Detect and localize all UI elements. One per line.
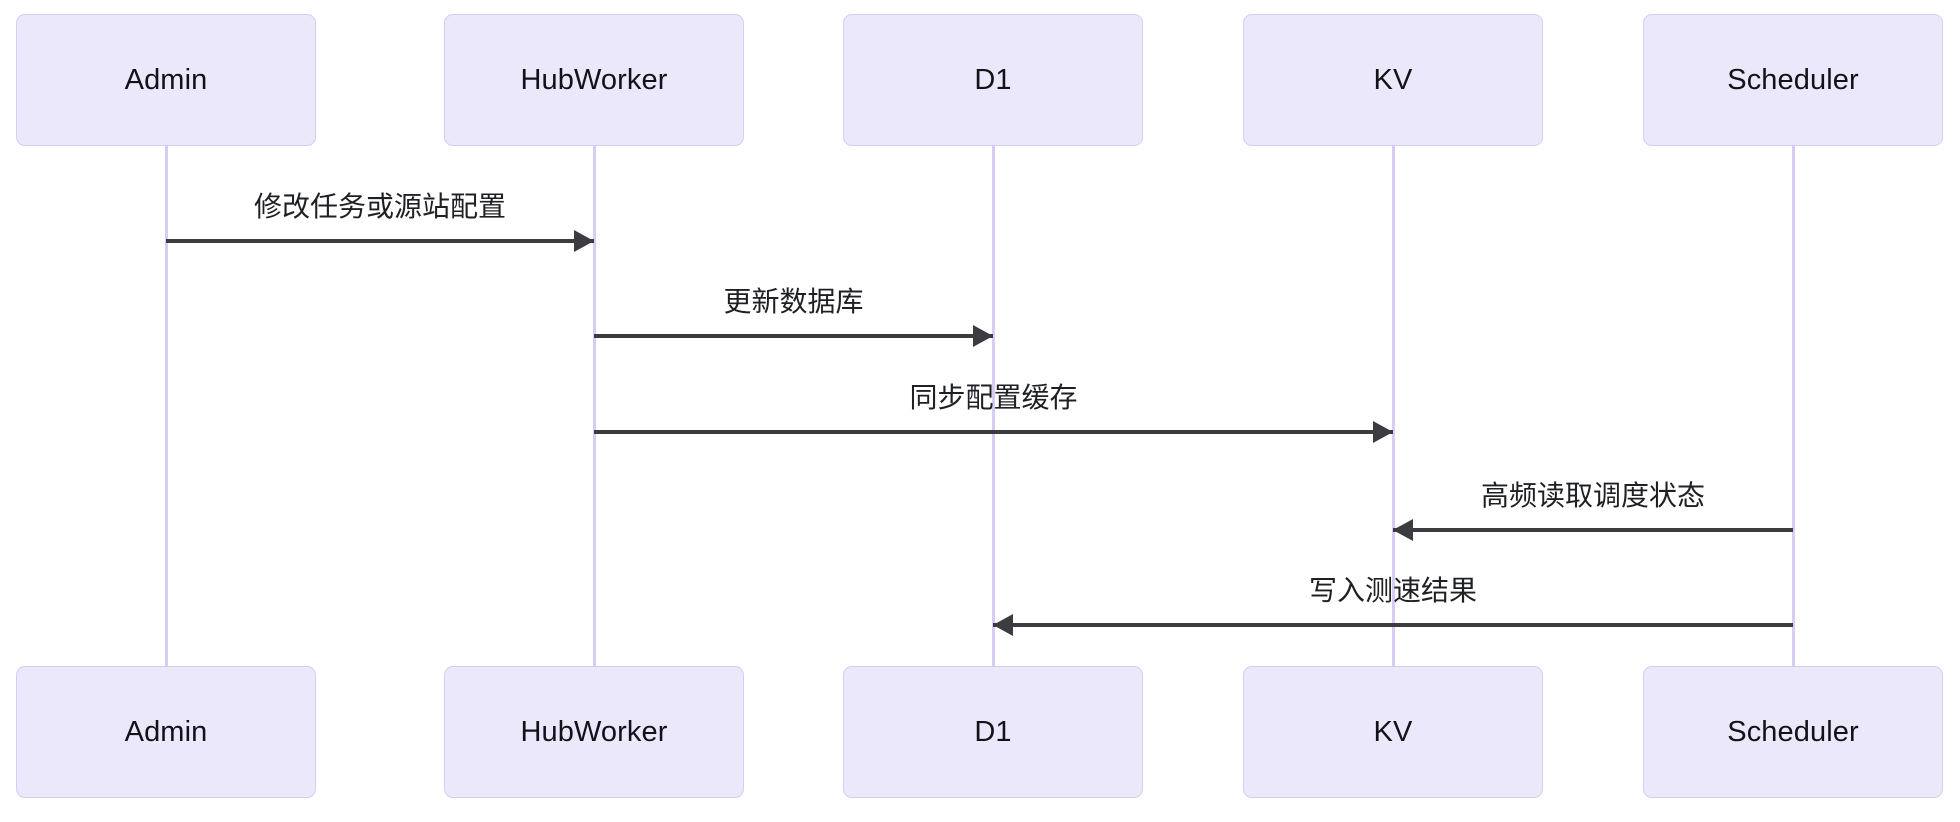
- actor-box-top-scheduler[interactable]: Scheduler: [1643, 14, 1943, 146]
- message-label-3: 同步配置缓存: [909, 382, 1078, 413]
- message-arrowhead-1: [574, 230, 594, 252]
- actor-box-top-admin[interactable]: Admin: [16, 14, 316, 146]
- message-arrowhead-4: [1393, 519, 1413, 541]
- message-label-5: 写入测速结果: [1308, 575, 1478, 606]
- actor-box-bottom-admin[interactable]: Admin: [16, 666, 316, 798]
- actor-box-bottom-hubworker[interactable]: HubWorker: [444, 666, 744, 798]
- actor-label-kv: KV: [1373, 63, 1413, 96]
- actor-label-d1: D1: [974, 715, 1012, 748]
- lifeline-kv: [1391, 146, 1395, 666]
- message-line-5: [993, 623, 1793, 627]
- message-label-1: 修改任务或源站配置: [253, 191, 507, 222]
- message-line-3: [594, 430, 1393, 434]
- actor-label-scheduler: Scheduler: [1727, 63, 1859, 96]
- lifeline-d1: [991, 146, 995, 666]
- lifeline-hubworker: [592, 146, 596, 666]
- lifeline-scheduler: [1791, 146, 1795, 666]
- actor-label-admin: Admin: [124, 715, 208, 748]
- actor-box-top-d1[interactable]: D1: [843, 14, 1143, 146]
- actor-label-d1: D1: [974, 63, 1012, 96]
- message-arrowhead-3: [1373, 421, 1393, 443]
- actor-box-top-hubworker[interactable]: HubWorker: [444, 14, 744, 146]
- message-label-4: 高频读取调度状态: [1480, 480, 1706, 511]
- lifeline-admin: [164, 146, 168, 666]
- actor-box-bottom-scheduler[interactable]: Scheduler: [1643, 666, 1943, 798]
- message-line-4: [1393, 528, 1793, 532]
- message-label-2: 更新数据库: [723, 286, 864, 317]
- actor-label-kv: KV: [1373, 715, 1413, 748]
- actor-label-hubworker: HubWorker: [520, 63, 668, 96]
- actor-label-scheduler: Scheduler: [1727, 715, 1859, 748]
- message-line-1: [166, 239, 594, 243]
- actor-box-bottom-d1[interactable]: D1: [843, 666, 1143, 798]
- message-arrowhead-2: [973, 325, 993, 347]
- message-arrowhead-5: [993, 614, 1013, 636]
- actor-box-bottom-kv[interactable]: KV: [1243, 666, 1543, 798]
- actor-box-top-kv[interactable]: KV: [1243, 14, 1543, 146]
- message-line-2: [594, 334, 993, 338]
- actor-label-admin: Admin: [124, 63, 208, 96]
- actor-label-hubworker: HubWorker: [520, 715, 668, 748]
